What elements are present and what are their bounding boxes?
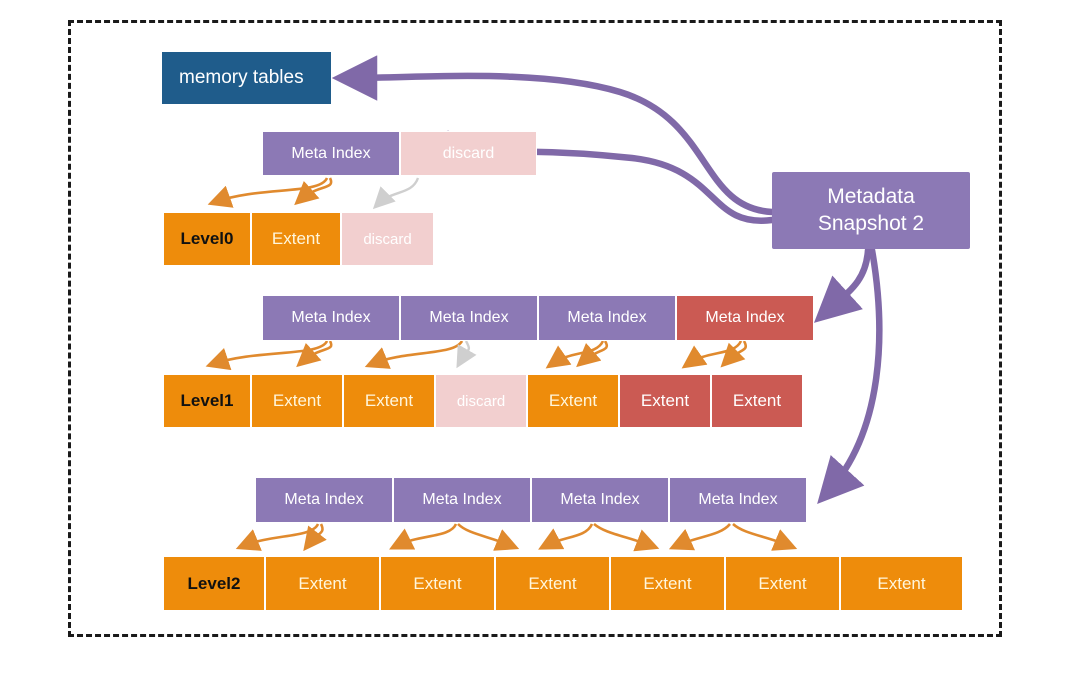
level1-extent-6-new[interactable]: Extent: [711, 374, 803, 428]
snapshot-line-2: Snapshot 2: [817, 211, 925, 235]
meta-index-label: Meta Index: [429, 309, 509, 326]
level-name: Level0: [180, 229, 234, 248]
level1-meta-index-2[interactable]: Meta Index: [538, 295, 676, 341]
extent-label: Extent: [413, 573, 462, 593]
metadata-snapshot-box[interactable]: Metadata Snapshot 2: [772, 172, 970, 249]
level1-row-label: Level1: [163, 374, 251, 428]
level0-extent-1[interactable]: Extent: [251, 212, 341, 266]
extent-label: discard: [456, 392, 506, 410]
extent-label: Extent: [548, 391, 598, 410]
level2-meta-index-1[interactable]: Meta Index: [393, 477, 531, 523]
level1-meta-index-3-new[interactable]: Meta Index: [676, 295, 814, 341]
meta-index-label: Meta Index: [291, 144, 371, 162]
level0-meta-index-0[interactable]: Meta Index: [262, 131, 400, 176]
level2-extent-3[interactable]: Extent: [495, 556, 610, 611]
extent-label: Extent: [298, 573, 347, 593]
extent-label: Extent: [364, 391, 414, 410]
extent-label: Extent: [643, 573, 692, 593]
meta-index-label: Meta Index: [284, 491, 364, 508]
extent-label: Extent: [640, 391, 690, 410]
meta-index-label: Meta Index: [560, 491, 640, 508]
level2-extent-5[interactable]: Extent: [725, 556, 840, 611]
level1-extent-2[interactable]: Extent: [343, 374, 435, 428]
extent-label: Extent: [758, 573, 807, 593]
level1-extent-1[interactable]: Extent: [251, 374, 343, 428]
level0-extent-2-discard[interactable]: discard: [341, 212, 434, 266]
meta-index-label: Meta Index: [291, 309, 371, 326]
level1-meta-index-1[interactable]: Meta Index: [400, 295, 538, 341]
level-name: Level1: [180, 391, 234, 410]
meta-index-label: Meta Index: [567, 309, 647, 326]
snapshot-line-1: Metadata: [827, 184, 915, 208]
extent-label: discard: [363, 230, 412, 248]
level2-extent-4[interactable]: Extent: [610, 556, 725, 611]
level-name: Level2: [187, 573, 241, 593]
meta-index-label: Meta Index: [698, 491, 778, 508]
extent-label: Extent: [732, 391, 782, 410]
memory-tables-box[interactable]: memory tables: [162, 52, 331, 104]
level1-extent-3-discard[interactable]: discard: [435, 374, 527, 428]
extent-label: Extent: [271, 229, 321, 248]
level1-meta-index-0[interactable]: Meta Index: [262, 295, 400, 341]
meta-index-label: discard: [442, 144, 495, 162]
level2-meta-index-0[interactable]: Meta Index: [255, 477, 393, 523]
diagram-frame: [68, 20, 1002, 637]
level2-meta-index-2[interactable]: Meta Index: [531, 477, 669, 523]
meta-index-label: Meta Index: [705, 309, 785, 326]
memory-tables-label: memory tables: [179, 67, 304, 88]
level2-meta-index-3[interactable]: Meta Index: [669, 477, 807, 523]
level1-extent-4[interactable]: Extent: [527, 374, 619, 428]
level0-row-label: Level0: [163, 212, 251, 266]
extent-label: Extent: [272, 391, 322, 410]
level2-extent-1[interactable]: Extent: [265, 556, 380, 611]
level2-extent-6[interactable]: Extent: [840, 556, 963, 611]
extent-label: Extent: [877, 573, 926, 593]
level2-extent-2[interactable]: Extent: [380, 556, 495, 611]
meta-index-label: Meta Index: [422, 491, 502, 508]
extent-label: Extent: [528, 573, 577, 593]
level0-meta-index-1-discard[interactable]: discard: [400, 131, 537, 176]
level2-row-label: Level2: [163, 556, 265, 611]
level1-extent-5-new[interactable]: Extent: [619, 374, 711, 428]
